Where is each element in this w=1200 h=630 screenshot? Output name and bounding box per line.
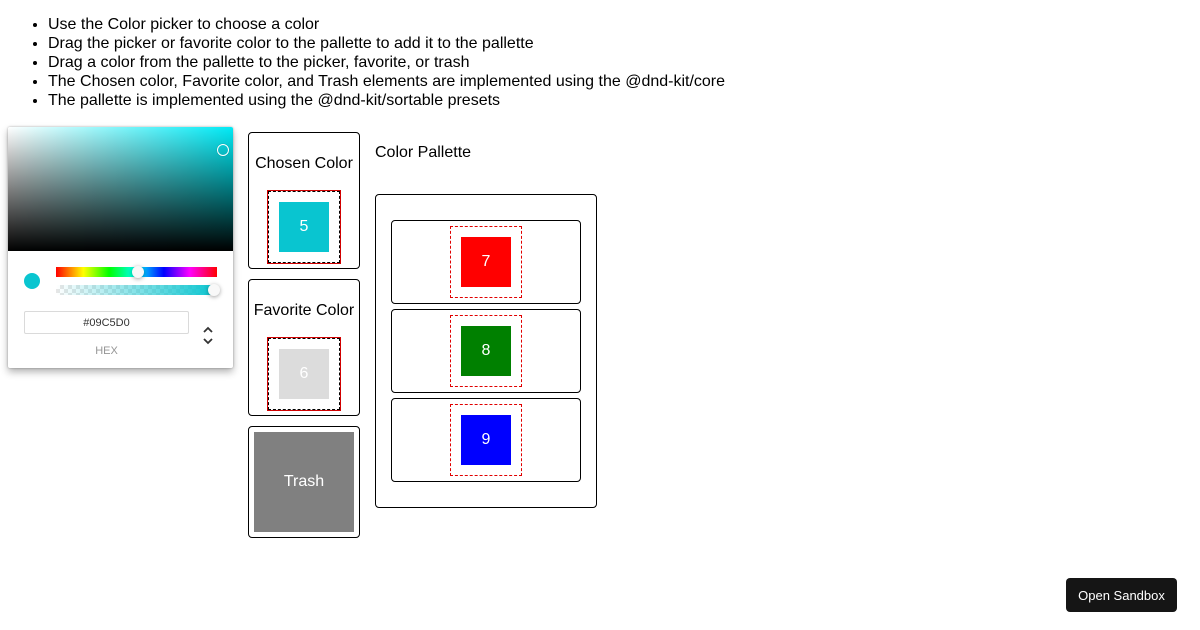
instruction-item: The pallette is implemented using the @d… bbox=[48, 91, 725, 110]
pallette-color-tile[interactable]: 7 bbox=[461, 237, 511, 287]
color-pallette: 7 8 9 bbox=[375, 194, 597, 508]
favorite-color-tile[interactable]: 6 bbox=[279, 349, 329, 399]
instruction-item: Drag a color from the pallette to the pi… bbox=[48, 53, 725, 72]
chosen-color-drop-zone[interactable]: 5 bbox=[267, 190, 341, 264]
color-picker: HEX bbox=[8, 127, 233, 368]
favorite-color-box: Favorite Color 6 bbox=[248, 279, 360, 416]
hex-mode-label: HEX bbox=[95, 345, 118, 357]
trash-box[interactable]: Trash bbox=[248, 426, 360, 538]
instruction-item: Drag the picker or favorite color to the… bbox=[48, 34, 725, 53]
saturation-cursor[interactable] bbox=[217, 144, 229, 156]
current-color-swatch bbox=[24, 273, 40, 289]
instructions-list: Use the Color picker to choose a color D… bbox=[0, 15, 725, 110]
alpha-slider[interactable] bbox=[56, 284, 220, 296]
hue-slider[interactable] bbox=[56, 266, 217, 278]
favorite-color-drop-zone[interactable]: 6 bbox=[267, 337, 341, 411]
pallette-item[interactable]: 9 bbox=[391, 398, 581, 482]
pallette-item[interactable]: 7 bbox=[391, 220, 581, 304]
chosen-color-title: Chosen Color bbox=[255, 155, 353, 172]
hex-input[interactable] bbox=[24, 311, 189, 334]
tile-label: 5 bbox=[299, 218, 309, 235]
chosen-color-tile[interactable]: 5 bbox=[279, 202, 329, 252]
trash-label: Trash bbox=[283, 473, 325, 490]
tile-label: 6 bbox=[299, 365, 309, 382]
favorite-color-title: Favorite Color bbox=[253, 302, 355, 319]
pallette-item[interactable]: 8 bbox=[391, 309, 581, 393]
tile-label: 7 bbox=[481, 253, 491, 270]
pallette-item-drop-zone[interactable]: 7 bbox=[450, 226, 522, 298]
pallette-color-tile[interactable]: 8 bbox=[461, 326, 511, 376]
pallette-item-drop-zone[interactable]: 9 bbox=[450, 404, 522, 476]
trash-drop-zone[interactable]: Trash bbox=[254, 432, 354, 532]
saturation-area[interactable] bbox=[8, 127, 233, 251]
tile-label: 9 bbox=[481, 431, 491, 448]
pallette-color-tile[interactable]: 9 bbox=[461, 415, 511, 465]
chosen-color-box: Chosen Color 5 bbox=[248, 132, 360, 269]
tile-label: 8 bbox=[481, 342, 491, 359]
instruction-item: The Chosen color, Favorite color, and Tr… bbox=[48, 72, 725, 91]
pallette-item-drop-zone[interactable]: 8 bbox=[450, 315, 522, 387]
pallette-title: Color Pallette bbox=[375, 144, 472, 161]
open-sandbox-button[interactable]: Open Sandbox bbox=[1066, 578, 1177, 612]
instruction-item: Use the Color picker to choose a color bbox=[48, 15, 725, 34]
hue-slider-thumb[interactable] bbox=[132, 266, 144, 278]
alpha-slider-thumb[interactable] bbox=[208, 284, 220, 296]
chevron-up-down-icon[interactable] bbox=[198, 323, 218, 349]
